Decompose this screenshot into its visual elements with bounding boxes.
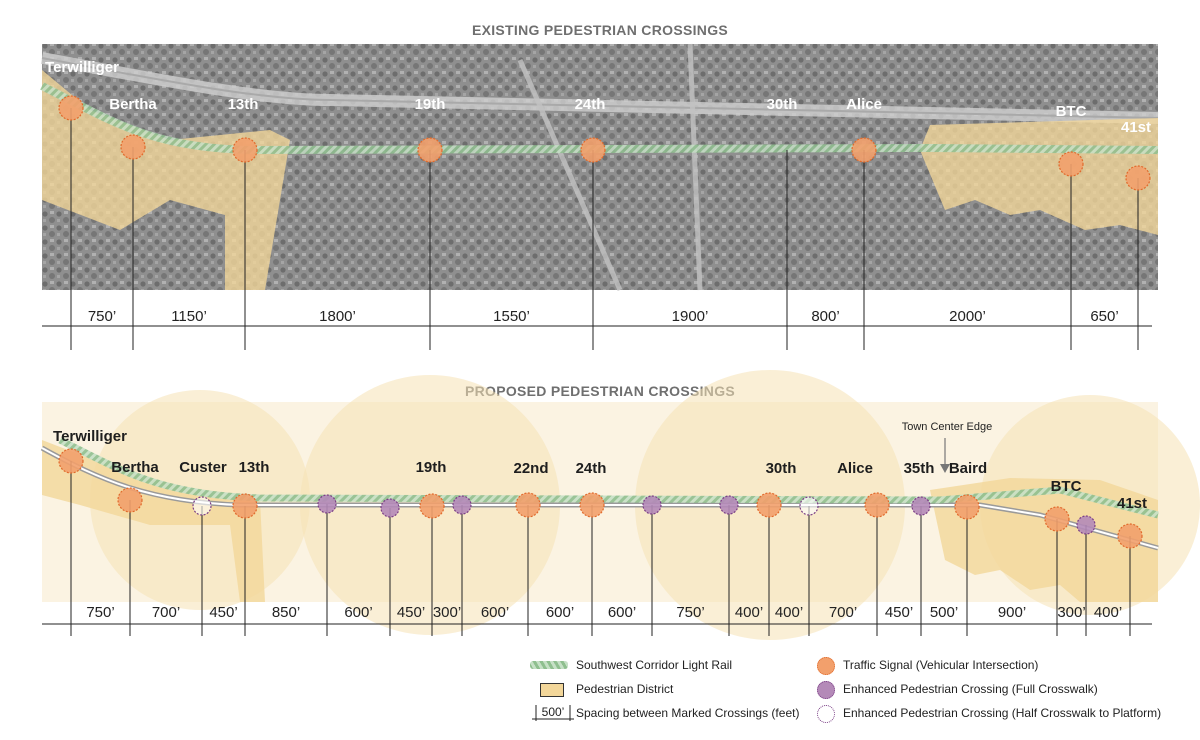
proposed-label-baird: Baird <box>949 460 987 477</box>
proposed-distance: 450’ <box>885 604 913 621</box>
proposed-crossing-half[interactable] <box>192 496 212 516</box>
proposed-distance: 600’ <box>546 604 574 621</box>
proposed-crossing-signal[interactable] <box>579 492 605 518</box>
proposed-label-22nd: 22nd <box>513 460 548 477</box>
proposed-distance: 850’ <box>272 604 300 621</box>
pedestrian-district-swatch <box>540 683 564 697</box>
proposed-crossing-signal[interactable] <box>1044 506 1070 532</box>
existing-crossing-alice[interactable] <box>851 137 877 163</box>
existing-label-alice: Alice <box>846 96 882 113</box>
proposed-base-map <box>40 370 1200 640</box>
existing-distance: 800’ <box>811 308 839 325</box>
proposed-crossing-full[interactable] <box>317 494 337 514</box>
proposed-label-41st: 41st <box>1117 495 1147 512</box>
existing-label-terwilliger: Terwilliger <box>45 59 119 76</box>
proposed-label-13th: 13th <box>239 459 270 476</box>
town-center-edge-label: Town Center Edge <box>902 421 993 433</box>
legend-full-label: Enhanced Pedestrian Crossing (Full Cross… <box>843 682 1098 696</box>
existing-crossing-19th[interactable] <box>417 137 443 163</box>
existing-distance: 1150’ <box>171 308 207 325</box>
existing-label-41st: 41st <box>1121 119 1151 136</box>
proposed-label-alice: Alice <box>837 460 873 477</box>
proposed-distance: 450’ <box>209 604 237 621</box>
proposed-distance: 500’ <box>930 604 958 621</box>
proposed-crossing-full[interactable] <box>380 498 400 518</box>
proposed-distance: 700’ <box>829 604 857 621</box>
proposed-distance: 700’ <box>152 604 180 621</box>
proposed-crossing-signal[interactable] <box>954 494 980 520</box>
proposed-crossing-signal[interactable] <box>419 493 445 519</box>
proposed-distance: 900’ <box>998 604 1026 621</box>
proposed-distance: 600’ <box>344 604 372 621</box>
proposed-title: PROPOSED PEDESTRIAN CROSSINGS <box>464 383 736 399</box>
proposed-label-19th: 19th <box>416 459 447 476</box>
proposed-crossing-signal[interactable] <box>515 492 541 518</box>
proposed-crossing-signal[interactable] <box>58 448 84 474</box>
legend-spacing-label: Spacing between Marked Crossings (feet) <box>576 706 800 720</box>
proposed-label-terwilliger: Terwilliger <box>53 428 127 445</box>
existing-distance: 2000’ <box>949 308 986 325</box>
existing-label-24th: 24th <box>575 96 606 113</box>
existing-label-13th: 13th <box>228 96 259 113</box>
proposed-label-btc: BTC <box>1051 478 1082 495</box>
proposed-distance: 600’ <box>481 604 509 621</box>
proposed-distance: 600’ <box>608 604 636 621</box>
spacing-sample-icon: 500’ <box>532 705 574 721</box>
existing-label-19th: 19th <box>415 96 446 113</box>
legend-signal-label: Traffic Signal (Vehicular Intersection) <box>843 658 1039 672</box>
existing-aerial-map <box>40 43 1159 291</box>
light-rail-swatch <box>530 661 568 669</box>
full-crosswalk-icon <box>817 681 835 699</box>
existing-distance: 1800’ <box>319 308 356 325</box>
existing-crossing-24th[interactable] <box>580 137 606 163</box>
proposed-crossing-full[interactable] <box>1076 515 1096 535</box>
proposed-distance: 400’ <box>1094 604 1122 621</box>
existing-crossing-41st[interactable] <box>1125 165 1151 191</box>
proposed-crossing-full[interactable] <box>642 495 662 515</box>
proposed-crossing-signal[interactable] <box>232 493 258 519</box>
half-crosswalk-icon <box>817 705 835 723</box>
proposed-distance: 750’ <box>86 604 114 621</box>
proposed-label-30th: 30th <box>766 460 797 477</box>
proposed-crossing-signal[interactable] <box>756 492 782 518</box>
existing-distance: 1550’ <box>493 308 530 325</box>
existing-title: EXISTING PEDESTRIAN CROSSINGS <box>471 22 729 38</box>
traffic-signal-icon <box>817 657 835 675</box>
town-center-edge-arrowhead <box>940 464 950 473</box>
proposed-distance: 400’ <box>735 604 763 621</box>
existing-crossing-bertha[interactable] <box>120 134 146 160</box>
proposed-distance: 750’ <box>676 604 704 621</box>
existing-crossing-btc[interactable] <box>1058 151 1084 177</box>
proposed-distance: 300’ <box>1057 604 1085 621</box>
proposed-label-custer: Custer <box>179 459 227 476</box>
legend-half-label: Enhanced Pedestrian Crossing (Half Cross… <box>843 706 1162 720</box>
proposed-crossing-full[interactable] <box>452 495 472 515</box>
proposed-distance: 300’ <box>433 604 461 621</box>
proposed-crossing-full[interactable] <box>911 496 931 516</box>
existing-distance: 750’ <box>88 308 116 325</box>
existing-label-btc: BTC <box>1056 103 1087 120</box>
existing-distance: 1900’ <box>672 308 709 325</box>
proposed-crossing-signal[interactable] <box>1117 523 1143 549</box>
proposed-label-35th: 35th <box>904 460 935 477</box>
proposed-crossing-full[interactable] <box>719 495 739 515</box>
proposed-label-bertha: Bertha <box>111 459 159 476</box>
existing-crossing-13th[interactable] <box>232 137 258 163</box>
spacing-sample-label: 500’ <box>542 705 565 719</box>
proposed-crossing-signal[interactable] <box>117 487 143 513</box>
proposed-label-24th: 24th <box>576 460 607 477</box>
proposed-crossing-half[interactable] <box>799 496 819 516</box>
proposed-crossing-signal[interactable] <box>864 492 890 518</box>
legend-rail-label: Southwest Corridor Light Rail <box>576 658 733 672</box>
proposed-distance: 400’ <box>775 604 803 621</box>
legend-district-label: Pedestrian District <box>576 682 674 696</box>
existing-crossing-terwilliger[interactable] <box>58 95 84 121</box>
proposed-distance: 450’ <box>397 604 425 621</box>
existing-label-30th: 30th <box>767 96 798 113</box>
existing-label-bertha: Bertha <box>109 96 157 113</box>
existing-distance: 650’ <box>1090 308 1118 325</box>
